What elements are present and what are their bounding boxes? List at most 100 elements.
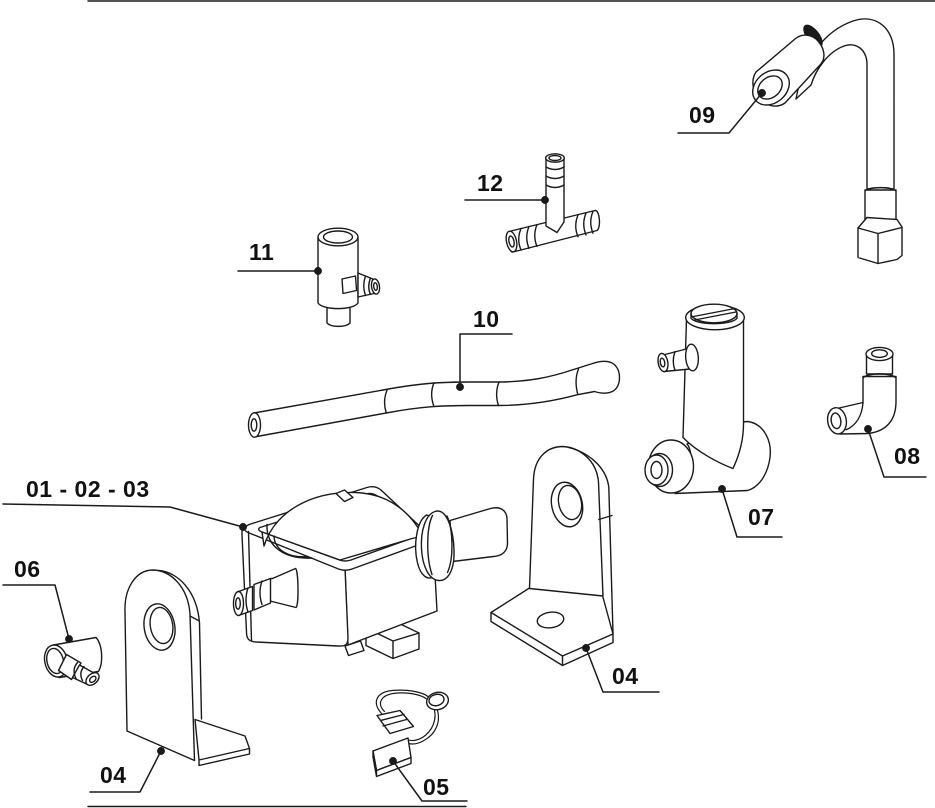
leader-line	[459, 333, 513, 388]
elbow-bend-line	[845, 401, 864, 431]
leader-dot	[541, 196, 549, 204]
part-label-pump-group: 01 - 02 - 03	[26, 476, 150, 502]
leader-dot	[718, 485, 726, 493]
pump-inlet-mid	[253, 577, 272, 611]
leader-spout-pipe	[677, 89, 766, 134]
leader-line	[721, 488, 783, 538]
check-valve-barb-bore	[372, 282, 379, 291]
leader-pump-group	[2, 503, 247, 531]
leader-valve-body	[718, 485, 783, 538]
inlet-elbow-flange	[57, 653, 82, 681]
leader-fuse-clip	[389, 757, 468, 802]
spout-collar	[864, 186, 897, 222]
leader-line	[677, 92, 763, 134]
part-fuse-clip	[372, 689, 450, 778]
hose-segment-lines	[383, 368, 580, 414]
leader-dot	[864, 425, 872, 433]
part-label-check-valve: 11	[249, 239, 275, 265]
bracket-left-hole-inner	[149, 606, 174, 645]
leaders	[2, 89, 927, 802]
leader-dot	[389, 757, 397, 765]
leader-dot	[157, 747, 165, 755]
part-label-fuse-clip: 05	[423, 774, 450, 800]
leader-hose	[456, 333, 513, 391]
part-label-spout-pipe: 09	[689, 102, 716, 128]
check-valve-facet	[341, 275, 358, 295]
leader-dot	[456, 383, 464, 391]
inlet-elbow-bore	[46, 647, 65, 675]
leader-line	[392, 760, 468, 802]
pump-outlet-nut-lines	[427, 514, 453, 576]
valve-plug-edge	[690, 312, 738, 325]
leader-line	[2, 584, 70, 640]
pump-outlet-tube	[449, 507, 509, 563]
leader-line	[585, 647, 660, 693]
pump-corner-edge	[247, 530, 253, 642]
leader-bracket-right	[582, 644, 660, 693]
leader-line	[867, 428, 927, 478]
bracket-right-base	[490, 587, 614, 657]
check-valve-barb-ridges	[363, 275, 372, 297]
part-outlet-elbow	[826, 346, 897, 435]
spout-hex-nut	[857, 216, 903, 265]
tee-left-bore	[508, 235, 515, 248]
hose-outline	[249, 360, 621, 438]
part-label-outlet-elbow: 08	[894, 443, 921, 469]
leader-bracket-left	[89, 747, 165, 793]
inlet-elbow-tip-bore	[88, 675, 97, 684]
part-check-valve	[317, 227, 381, 328]
check-valve-body	[317, 236, 359, 310]
part-inlet-elbow	[43, 636, 103, 686]
leader-outlet-elbow	[864, 425, 927, 478]
leader-tee-connector	[464, 196, 549, 204]
tee-top-bore	[548, 154, 562, 162]
valve-port-bore	[650, 460, 663, 480]
part-spout-pipe	[752, 18, 903, 265]
part-label-bracket-left: 04	[100, 762, 127, 788]
pump-inlet-bore	[234, 597, 241, 610]
elbow-top-bore	[871, 349, 889, 359]
part-label-inlet-elbow: 06	[14, 556, 41, 582]
bracket-right-base-hole	[536, 611, 565, 629]
leader-dot	[239, 523, 247, 531]
part-label-valve-body: 07	[748, 504, 775, 530]
tee-vertical-ridges	[545, 166, 565, 189]
part-bracket-right	[490, 445, 614, 667]
pump-inlet-ridges	[245, 580, 263, 613]
leader-dot	[758, 89, 766, 97]
part-bracket-left	[124, 569, 251, 767]
check-valve-stub	[326, 304, 351, 328]
bracket-left-thickness	[158, 569, 203, 720]
elbow-top-face	[865, 346, 894, 362]
fuse-disc-inner	[428, 693, 445, 707]
part-label-tee-connector: 12	[477, 170, 504, 196]
elbow-out-bore	[830, 412, 842, 430]
bracket-left-upright	[124, 569, 196, 762]
leader-dot	[314, 267, 322, 275]
valve-side-bore	[659, 357, 666, 368]
part-pump-assembly	[232, 486, 509, 660]
part-hose	[247, 360, 621, 438]
pump-top-notch	[335, 489, 354, 503]
leader-check-valve	[237, 267, 322, 275]
valve-side-ridge	[672, 350, 676, 371]
leader-dot	[582, 644, 590, 652]
bracket-right-thickness	[567, 446, 614, 635]
fuse-plate-thickness	[372, 750, 412, 778]
elbow-collar-arc	[862, 373, 897, 379]
fuse-clip-folds	[379, 713, 408, 727]
check-valve-bore	[322, 230, 354, 244]
bracket-right-hole-inner	[557, 484, 583, 521]
tee-barb-ridges	[518, 210, 594, 251]
leader-inlet-elbow	[2, 584, 73, 643]
valve-plug-slot	[692, 307, 737, 321]
spout-hex-nut-edges	[857, 226, 903, 265]
fuse-wire	[375, 689, 440, 745]
valve-upper-body	[682, 318, 745, 470]
leader-dot	[65, 635, 73, 643]
valve-side-flange	[684, 343, 700, 372]
pump-cylinder-face-arcs	[266, 523, 313, 559]
part-label-hose: 10	[473, 306, 500, 332]
